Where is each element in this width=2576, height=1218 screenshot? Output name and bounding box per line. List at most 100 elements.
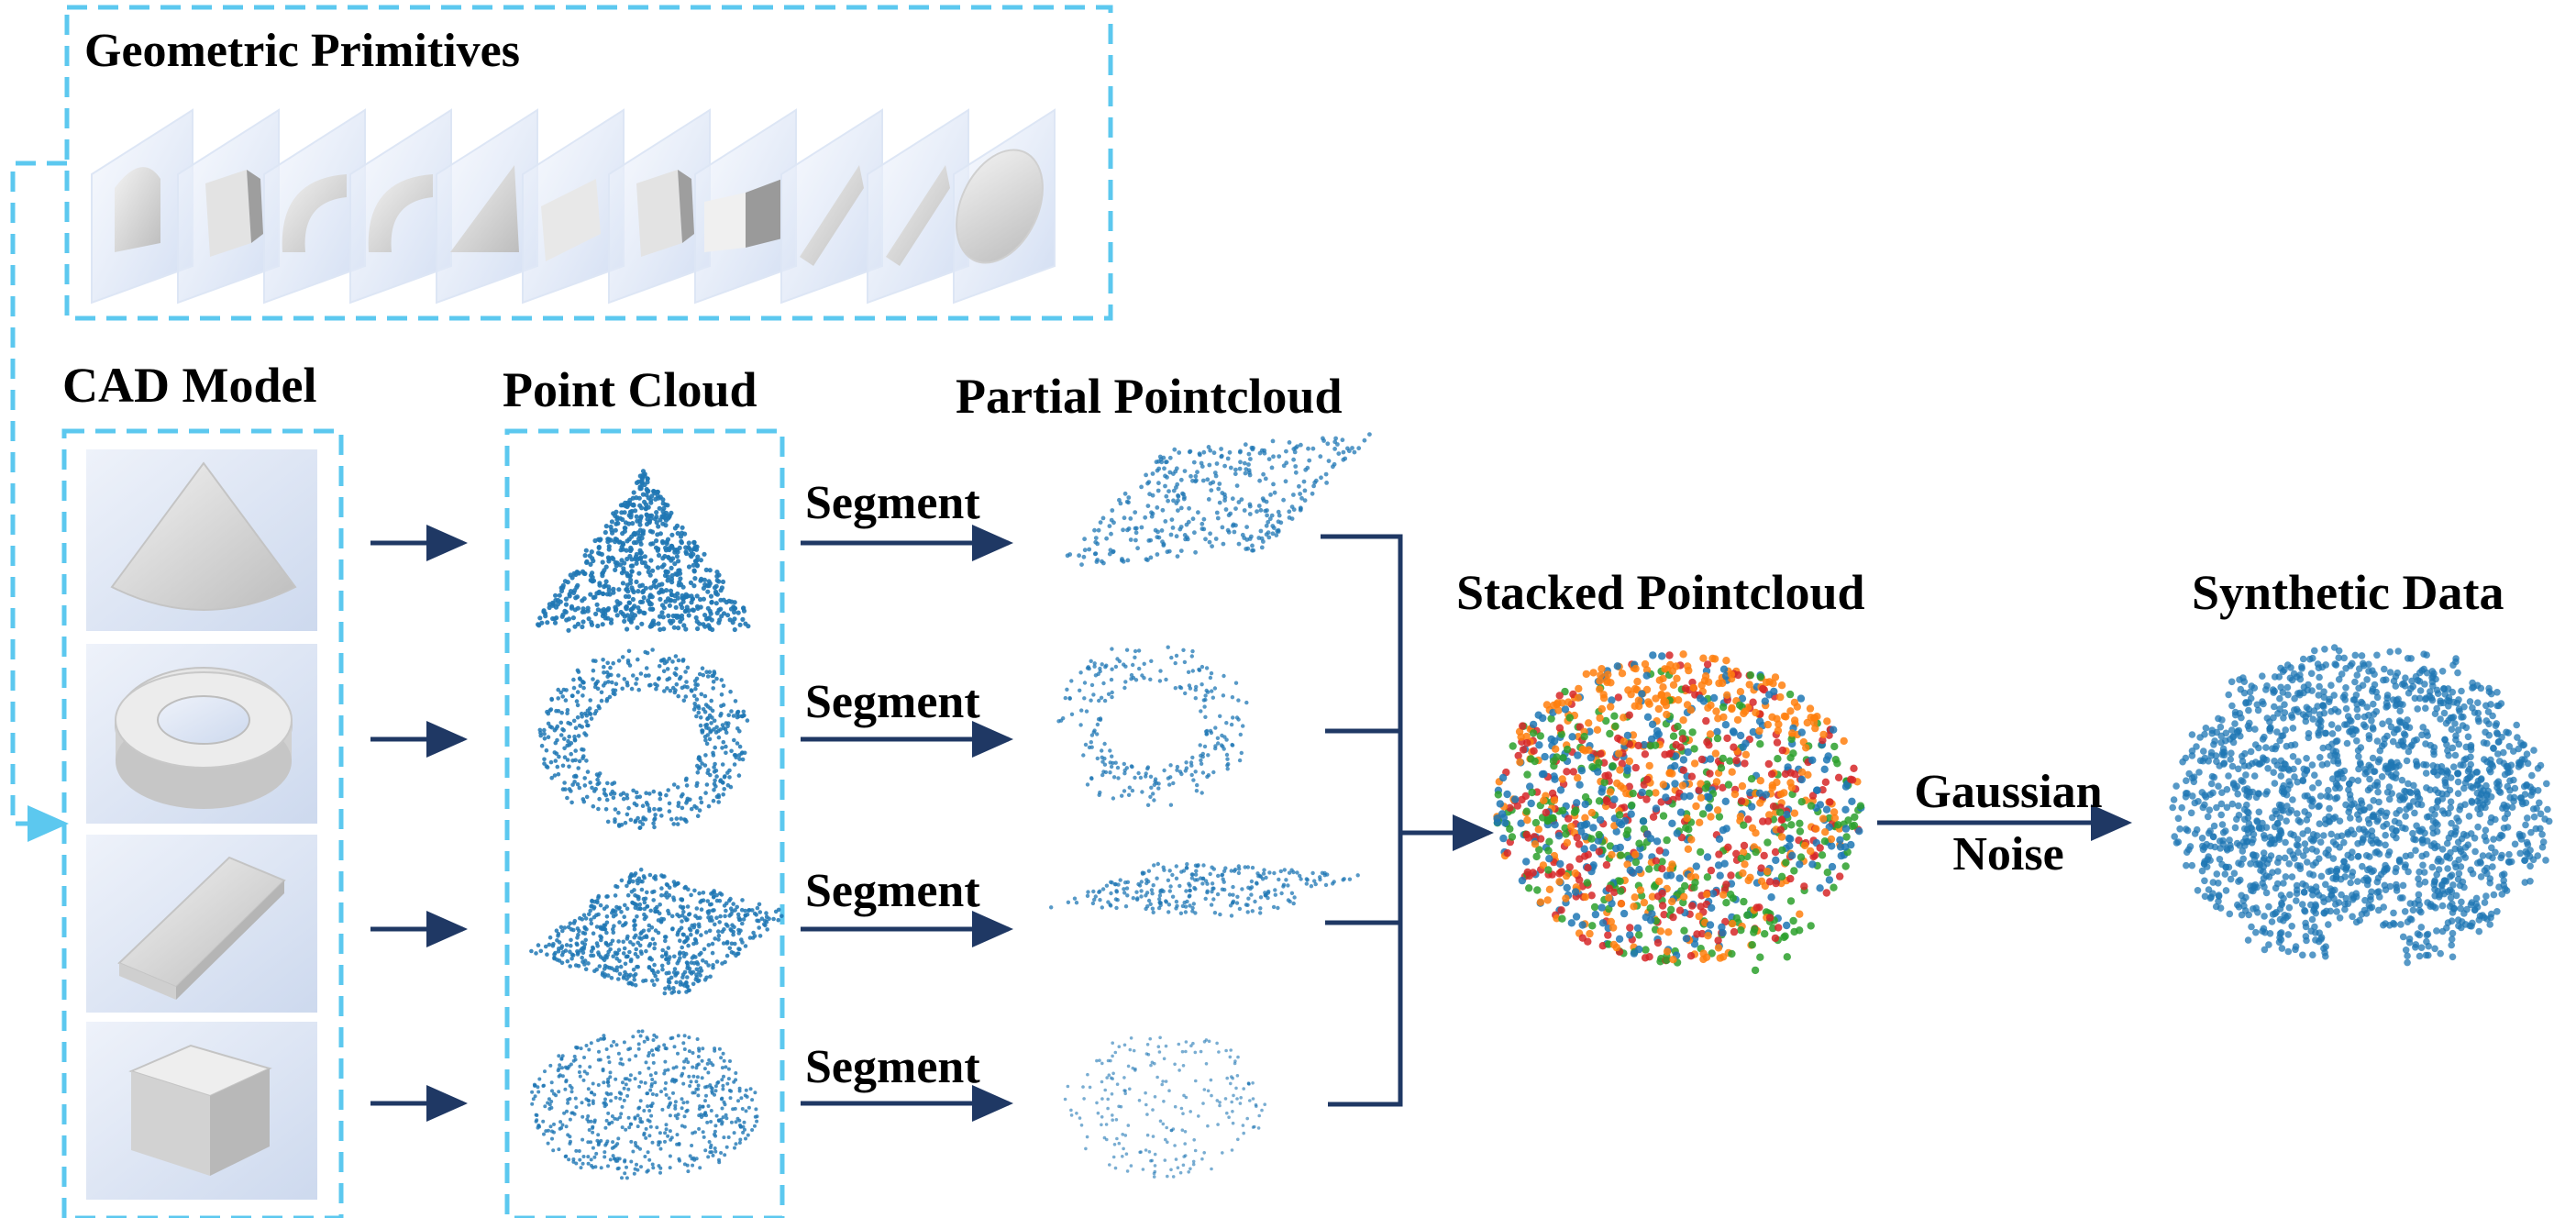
stacked-point [1565,714,1575,722]
synthetic-point [2388,790,2395,797]
stacked-point [1658,865,1666,873]
synthetic-point [2182,754,2190,762]
stacked-point [1612,943,1621,952]
stacked-point [1577,767,1587,775]
synthetic-point [2296,865,2305,872]
stacked-point [1608,850,1616,859]
stacked-point [1540,770,1548,779]
synthetic-point [2359,862,2366,870]
cad-model-box [61,428,344,1218]
stacked-point [1701,672,1710,681]
synthetic-point [2308,915,2316,924]
synthetic-point [2228,702,2236,710]
synthetic-point [2327,891,2336,899]
stacked-point [1708,890,1718,898]
stacked-point [1687,772,1697,781]
stacked-point [1612,844,1620,853]
synthetic-point [2363,703,2371,711]
synthetic-point [2246,719,2253,727]
synthetic-point [2305,710,2313,718]
stacked-point [1562,894,1570,902]
stacked-point [1828,842,1836,850]
stacked-point [1746,670,1755,680]
synthetic-point [2401,863,2409,871]
stacked-point [1649,813,1658,821]
stacked-point [1648,892,1657,901]
synthetic-point [2398,719,2405,726]
stacked-point [1820,765,1829,773]
stacked-pointcloud [1493,650,1865,975]
stacked-point [1732,849,1741,858]
stacked-point [1669,956,1677,964]
synthetic-point [2239,778,2247,785]
synthetic-point [2414,705,2421,713]
synthetic-point [2406,900,2415,907]
synthetic-point [2433,704,2440,713]
stacked-point [1714,861,1723,869]
stacked-point [1714,944,1723,952]
synthetic-point [2502,804,2510,813]
stacked-point [1620,737,1629,746]
synthetic-point [2281,709,2289,716]
stacked-point [1736,688,1745,696]
stacked-point [1508,833,1517,841]
synthetic-point [2461,844,2470,851]
synthetic-point [2374,788,2382,796]
stacked-point [1640,898,1649,907]
stacked-point [1841,862,1850,870]
stacked-point [1551,821,1559,829]
synthetic-point [2429,762,2437,770]
synthetic-point [2268,918,2276,925]
synthetic-point [2404,952,2411,959]
stacked-point [1598,919,1608,927]
stacked-point [1563,768,1571,776]
stacked-point [1593,725,1602,734]
synthetic-point [2334,781,2341,789]
stacked-point [1744,815,1752,824]
synthetic-point [2451,751,2460,759]
synthetic-point [2225,691,2232,699]
synthetic-point [2335,676,2343,683]
synthetic-point [2479,852,2487,859]
synthetic-point [2357,797,2365,804]
synthetic-point [2195,798,2202,805]
synthetic-point [2419,839,2427,847]
segment-label-4: Segment [805,1041,980,1093]
stacked-point [1773,738,1782,747]
synthetic-point [2206,806,2214,814]
synthetic-point [2238,911,2246,919]
synthetic-point [2352,918,2360,926]
stacked-point [1790,867,1798,875]
primitive-plane-4 [349,108,452,304]
stacked-point [1541,752,1549,761]
stacked-point [1672,752,1680,760]
synthetic-point [2350,800,2358,807]
stacked-point [1821,778,1830,786]
synthetic-point [2449,929,2457,937]
synthetic-point [2308,687,2316,694]
stacked-point [1522,732,1531,741]
stacked-point [1842,833,1851,841]
synthetic-point [2317,934,2326,941]
synthetic-point [2385,717,2393,725]
synthetic-point [2417,908,2425,916]
stacked-point [1740,821,1748,829]
synthetic-point [2500,870,2508,878]
synthetic-point [2490,891,2498,899]
synthetic-point [2301,907,2309,915]
primitives-box [64,5,1113,321]
stacked-point [1574,751,1582,759]
stacked-point [1812,825,1820,833]
stacked-point [1599,691,1608,699]
stacked-point [1702,716,1710,725]
synthetic-point [2504,769,2512,777]
synthetic-point [2417,944,2426,951]
stacked-point [1609,924,1618,932]
stacked-point [1663,710,1671,719]
stacked-point [1663,947,1672,956]
synthetic-point [2441,736,2449,744]
stacked-point [1563,883,1571,892]
primitive-shape-arc [282,174,347,252]
stacked-point [1615,811,1624,819]
synthetic-point [2285,809,2293,816]
